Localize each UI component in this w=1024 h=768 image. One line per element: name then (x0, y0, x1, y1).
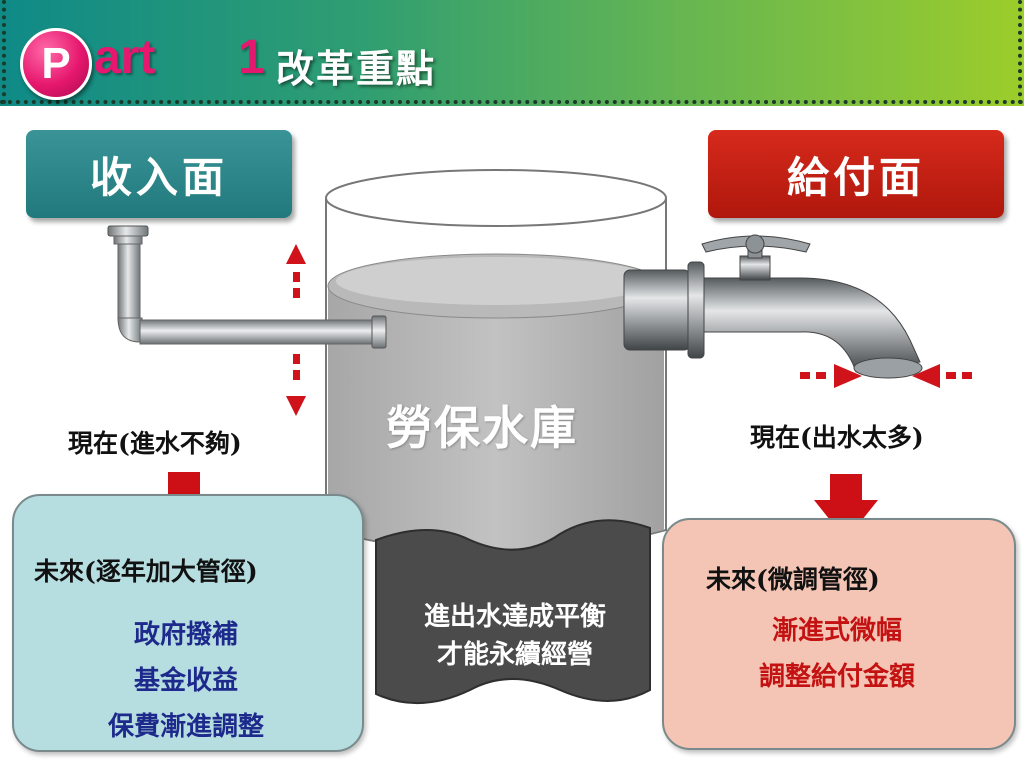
income-item-3: 保費漸進調整 (107, 712, 264, 742)
reservoir-label: 勞保水庫 (386, 401, 578, 455)
income-now-label: 現在(進水不夠) (68, 429, 242, 458)
payout-item-1: 漸進式微幅 (771, 616, 902, 646)
reservoir-tank (325, 169, 667, 554)
part-letter-badge: P (20, 28, 92, 100)
banner-dotted-border-left (2, 0, 6, 104)
balance-banner-line-2: 才能永續經營 (436, 640, 593, 670)
payout-now-label: 現在(出水太多) (750, 423, 924, 452)
banner-dotted-border-right (1018, 0, 1022, 104)
income-change-arrows (286, 244, 306, 416)
income-future-title: 未來(逐年加大管徑) (34, 557, 258, 586)
page-title: 改革重點 (276, 46, 437, 91)
payout-future-title: 未來(微調管徑) (706, 565, 880, 594)
banner-dotted-border (0, 100, 1024, 104)
payout-item-2: 調整給付金額 (758, 662, 915, 692)
payout-change-arrows (800, 364, 972, 388)
header-banner (0, 0, 1024, 106)
balance-banner-text: 進出水達成平衡 才能永續經營 (384, 598, 646, 674)
balance-banner-shape (375, 519, 651, 705)
inlet-pipe (107, 225, 387, 349)
part-word: art (94, 31, 156, 84)
part-number: 1 (238, 31, 265, 84)
payout-side-tag: 給付面 (708, 130, 1004, 218)
income-item-1: 政府撥補 (133, 620, 238, 650)
income-side-tag: 收入面 (26, 130, 292, 218)
income-item-2: 基金收益 (133, 666, 238, 696)
balance-banner-line-1: 進出水達成平衡 (423, 602, 606, 632)
income-future-box (12, 494, 364, 752)
payout-future-box (662, 518, 1016, 750)
outlet-faucet (623, 234, 923, 379)
